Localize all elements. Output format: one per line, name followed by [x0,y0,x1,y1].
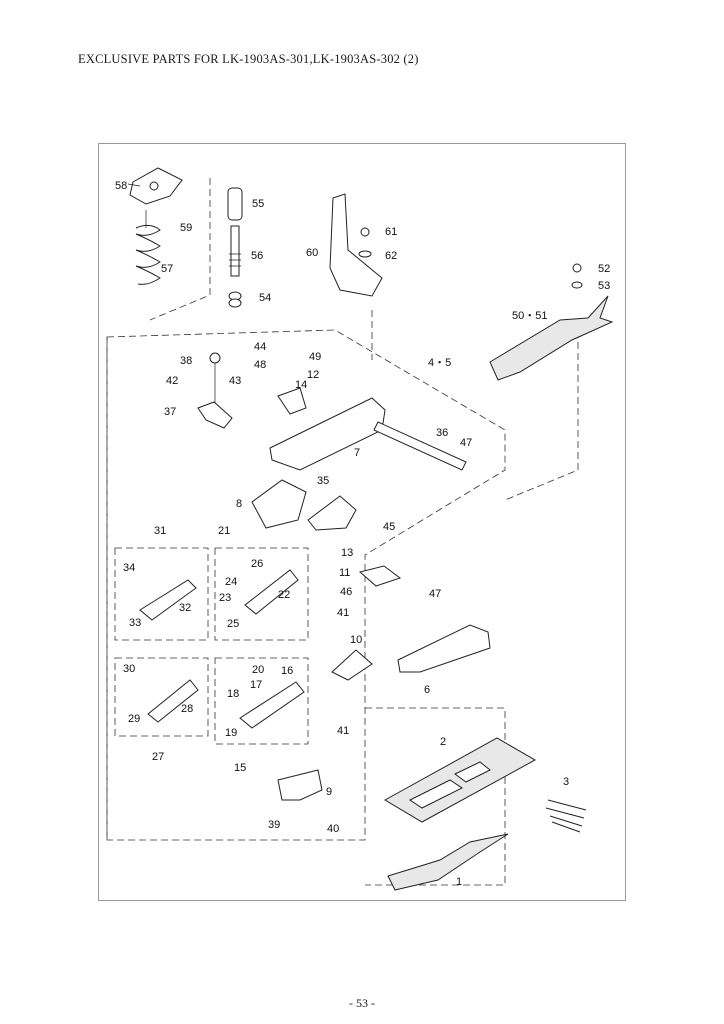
subgroup-box-27 [114,657,209,737]
callout-47: 47 [460,437,472,449]
callout-14: 14 [295,379,307,391]
callout-9: 9 [326,786,332,798]
subgroup-box-21 [214,547,309,641]
callout-31: 31 [154,525,166,537]
callout-54: 54 [259,292,271,304]
part-2-plate [383,737,537,823]
part-28-lever [147,679,199,723]
part-57-spring [135,210,161,285]
part-58-bracket [129,167,183,205]
part-60-bracket [329,193,383,297]
part-11-plate [358,565,402,587]
part-55-sleeve [227,187,243,221]
callout-43: 43 [229,375,241,387]
part-8-bracket [251,479,307,529]
callout-25: 25 [227,618,239,630]
part-36-shaft [373,421,467,471]
callout-11: 11 [339,567,350,579]
callout-55: 55 [252,198,264,210]
callout-41: 41 [337,607,349,619]
part-32-lever [139,579,197,621]
callout-1: 1 [456,876,462,888]
callout-21: 21 [218,525,230,537]
part-3-spring [545,799,587,833]
callout-19: 19 [225,727,237,739]
callout-18: 18 [227,688,239,700]
callout-34: 34 [123,562,135,574]
callout-45: 45 [383,521,395,533]
callout-8: 8 [236,498,242,510]
part-6-plate [397,624,491,673]
part-10-spring [331,649,373,681]
callout-28: 28 [181,703,193,715]
callout-2: 2 [440,736,446,748]
callout-44: 44 [254,341,266,353]
callout-24: 24 [225,576,237,588]
part-35-spring-wire [307,495,357,531]
part-37-lever [197,401,233,429]
callout-23: 23 [219,592,231,604]
callout-53: 53 [598,280,610,292]
callout-46: 46 [340,586,352,598]
callout-50-51: 50・51 [512,310,547,322]
callout-39: 39 [268,819,280,831]
part-38-screw [209,352,221,364]
callout-41b: 41 [337,725,349,737]
callout-35: 35 [317,475,329,487]
diagram-frame [98,143,626,901]
subgroup-box-15 [214,657,309,745]
callout-36: 36 [436,427,448,439]
callout-37: 37 [164,406,176,418]
page-number: - 53 - [349,996,375,1010]
callout-16: 16 [281,665,293,677]
callout-12: 12 [307,369,319,381]
callout-32: 32 [179,602,191,614]
callout-4-5: 4・5 [428,357,451,369]
callout-7: 7 [354,447,360,459]
callout-15: 15 [234,762,246,774]
callout-30: 30 [123,663,135,675]
callout-42: 42 [166,375,178,387]
callout-26: 26 [251,558,263,570]
page-header: EXCLUSIVE PARTS FOR LK-1903AS-301,LK-190… [78,52,419,66]
callout-13: 13 [341,547,353,559]
callout-3: 3 [563,776,569,788]
part-16-lever [239,681,305,729]
part-9-lever [277,769,323,801]
callout-17: 17 [250,679,262,691]
callout-10: 10 [350,634,362,646]
part-50-51-blade [489,295,614,381]
subgroup-box-31 [114,547,209,641]
part-56-shaft [229,225,241,277]
callout-59: 59 [180,222,192,234]
callouts: 58 59 55 56 57 54 60 61 62 52 53 50・51 4… [115,180,610,888]
callout-40: 40 [327,823,339,835]
callout-38: 38 [180,355,192,367]
assembly-outline-base [365,707,506,886]
part-14-bracket [277,387,307,415]
callout-61: 61 [385,226,397,238]
callout-27: 27 [152,751,164,763]
callout-47b: 47 [429,588,441,600]
callout-20: 20 [252,664,264,676]
callout-33: 33 [129,617,141,629]
callout-57: 57 [161,263,173,275]
callout-58: 58 [115,180,127,192]
callout-22: 22 [278,589,290,601]
part-1-feed-block [387,833,509,891]
part-22-lever [244,569,299,615]
callout-56: 56 [251,250,263,262]
callout-60: 60 [306,247,318,259]
callout-6: 6 [424,684,430,696]
callout-49: 49 [309,351,321,363]
callout-48: 48 [254,359,266,371]
callout-29: 29 [128,713,140,725]
callout-52: 52 [598,263,610,275]
leader-50-51 [504,320,579,501]
callout-62: 62 [385,250,397,262]
leader-spring [149,178,211,321]
